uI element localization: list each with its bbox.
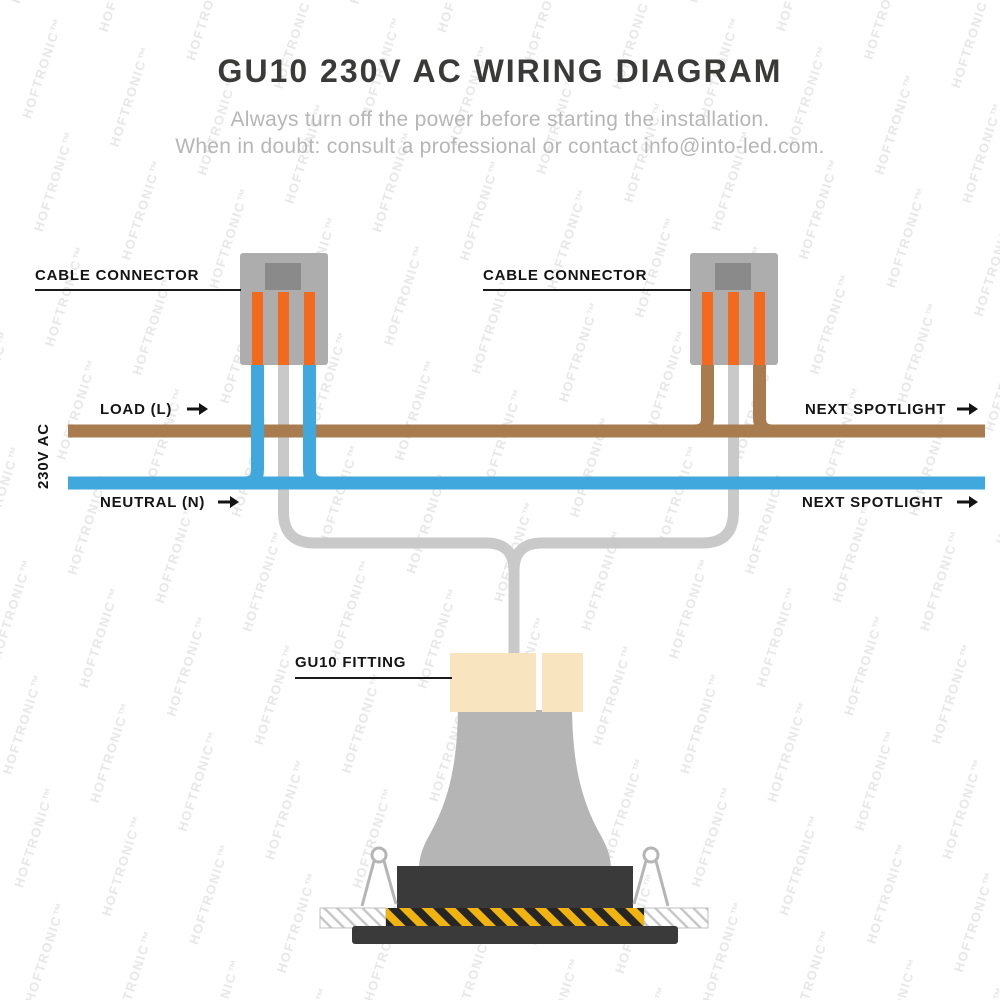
spring-clip-ring bbox=[370, 846, 388, 864]
ceiling-hatch-left bbox=[319, 907, 387, 929]
page-title: GU10 230V AC WIRING DIAGRAM bbox=[218, 53, 783, 89]
arrow-right-icon bbox=[957, 403, 978, 415]
fitting-block-left bbox=[450, 653, 536, 712]
gu10-fitting bbox=[450, 653, 583, 712]
fixture-cable-right bbox=[508, 358, 739, 606]
spring-clip-leg bbox=[654, 860, 670, 907]
recessed-can bbox=[397, 866, 633, 914]
cable-connector-right-label: CABLE CONNECTOR bbox=[483, 267, 647, 284]
cable-connector-left bbox=[240, 253, 328, 365]
arrow-right-icon bbox=[187, 403, 208, 415]
next-spotlight-bottom-label: NEXT SPOTLIGHT bbox=[802, 494, 943, 511]
live-wire-stub-out bbox=[753, 358, 773, 438]
connector-port bbox=[715, 263, 751, 290]
spring-clip-leg bbox=[360, 860, 376, 907]
voltage-label: 230V AC bbox=[35, 423, 52, 489]
spotlight-lamp-body bbox=[419, 710, 611, 870]
trim-bezel bbox=[352, 926, 678, 944]
subtitle-line-1: Always turn off the power before startin… bbox=[230, 108, 769, 131]
cable-connector-right bbox=[690, 253, 778, 365]
connector-port bbox=[265, 263, 301, 290]
ceiling-hatch-right bbox=[643, 907, 709, 929]
connector-lever bbox=[702, 292, 713, 365]
arrow-right-icon bbox=[218, 496, 239, 508]
load-label: LOAD (L) bbox=[100, 401, 172, 418]
spring-clip-leg bbox=[382, 860, 398, 905]
connector-lever bbox=[252, 292, 263, 365]
spring-clip-right bbox=[632, 846, 670, 907]
connector-lever bbox=[728, 292, 739, 365]
connector-lever bbox=[754, 292, 765, 365]
hazard-strip bbox=[386, 908, 644, 928]
subtitle-line-2: When in doubt: consult a professional or… bbox=[175, 135, 825, 158]
neutral-label: NEUTRAL (N) bbox=[100, 494, 205, 511]
arrow-right-icon bbox=[957, 496, 978, 508]
next-spotlight-top-label: NEXT SPOTLIGHT bbox=[805, 401, 946, 418]
connector-lever bbox=[304, 292, 315, 365]
spring-clip-leg bbox=[632, 860, 648, 905]
live-wire-stub-in bbox=[694, 358, 714, 438]
spring-clip-ring bbox=[642, 846, 660, 864]
fitting-block-right bbox=[542, 653, 583, 712]
cable-connector-left-label: CABLE CONNECTOR bbox=[35, 267, 199, 284]
connector-lever bbox=[278, 292, 289, 365]
gu10-fitting-label: GU10 FITTING bbox=[295, 654, 406, 671]
spring-clip-left bbox=[360, 846, 398, 907]
